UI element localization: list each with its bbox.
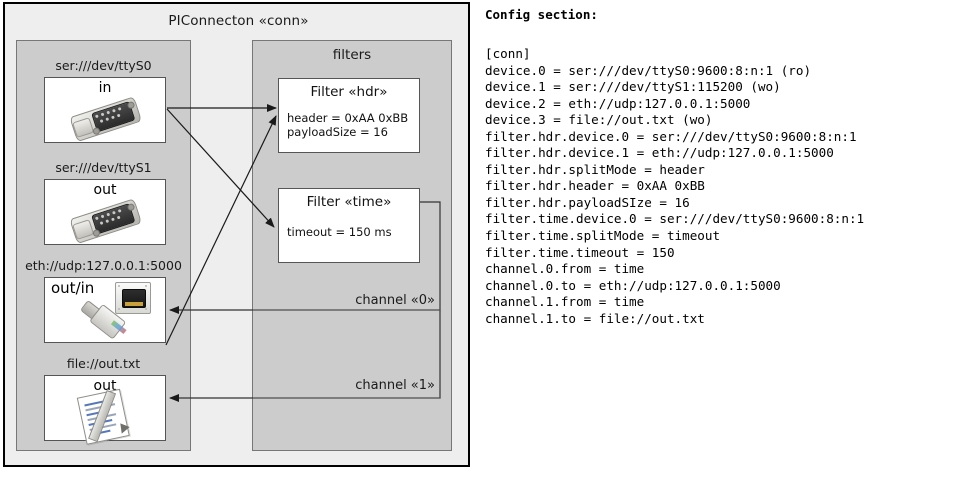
architecture-diagram: PIConnecton «conn» ser:///dev/ttyS0 in s… (0, 0, 478, 484)
text-document-icon (76, 387, 137, 445)
filter-box-hdr[interactable]: Filter «hdr» header = 0xAA 0xBB payloadS… (278, 78, 420, 153)
device-box-file-out[interactable]: out (44, 375, 166, 445)
device-box-ser-ttys0[interactable]: in (44, 77, 166, 143)
filter-time-title: Filter «time» (306, 194, 392, 210)
config-section: Config section: [conn] device.0 = ser://… (482, 0, 964, 484)
filter-hdr-prop-payloadsize: payloadSize = 16 (287, 125, 388, 139)
device-box-eth-udp[interactable]: out/in (44, 277, 166, 343)
device-label-file-out: file://out.txt (66, 356, 141, 371)
device-label-ser-ttys0: ser:///dev/ttyS0 (55, 58, 152, 73)
device-label-eth-udp: eth://udp:127.0.0.1:5000 (25, 258, 182, 273)
filter-hdr-title: Filter «hdr» (310, 84, 388, 100)
device-direction-label: out/in (51, 279, 95, 297)
filters-panel-title: filters (332, 47, 372, 63)
config-lines: [conn] device.0 = ser:///dev/ttyS0:9600:… (485, 46, 865, 326)
serial-db9-icon (67, 90, 144, 144)
filter-time-prop-timeout: timeout = 150 ms (287, 225, 392, 239)
serial-db9-icon (67, 192, 144, 246)
channel-1-label: channel «1» (355, 378, 435, 393)
device-box-ser-ttys1[interactable]: out (44, 179, 166, 245)
channel-0-label: channel «0» (355, 293, 435, 308)
page-title: PIConnecton «conn» (168, 13, 309, 29)
device-direction-label: out (93, 182, 117, 198)
filter-hdr-prop-header: header = 0xAA 0xBB (287, 111, 409, 125)
filter-box-time[interactable]: Filter «time» timeout = 150 ms (278, 188, 420, 263)
device-direction-label: in (98, 80, 112, 96)
device-label-ser-ttys1: ser:///dev/ttyS1 (55, 160, 152, 175)
config-heading: Config section: (485, 7, 598, 22)
ethernet-rj45-icon (115, 282, 151, 314)
